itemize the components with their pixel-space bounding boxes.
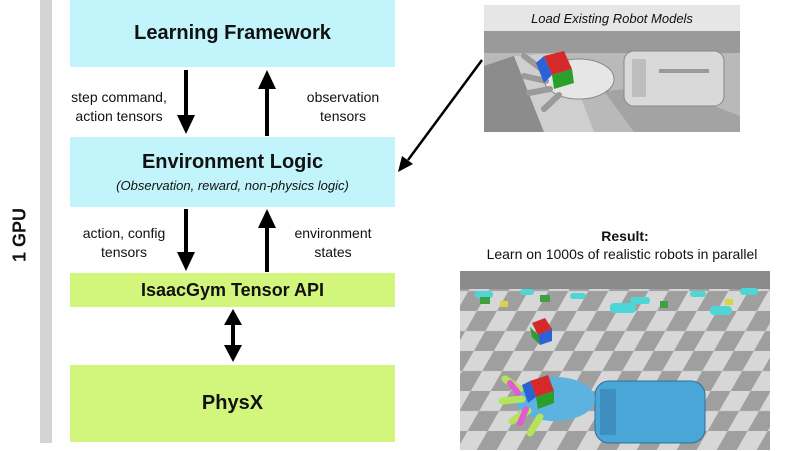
- arrow-bidirectional-physx: [224, 309, 242, 362]
- learning-framework-title: Learning Framework: [134, 22, 331, 44]
- result-image: [460, 271, 770, 450]
- arrow-down-action-config: [177, 209, 195, 271]
- tensor-api-title: IsaacGym Tensor API: [140, 279, 325, 300]
- robot-models-caption: Load Existing Robot Models: [484, 5, 740, 31]
- multi-robot-render: [460, 271, 770, 450]
- arrow-up-observation: [258, 70, 276, 136]
- gpu-boundary-bar: [40, 0, 52, 443]
- arrow-robot-models-to-environment: [398, 59, 484, 172]
- arrow-up-environment-states: [258, 209, 276, 272]
- result-title: Result:: [601, 228, 649, 244]
- environment-logic-subtitle: (Observation, reward, non-physics logic): [116, 178, 349, 193]
- learning-framework-box: Learning Framework: [70, 0, 395, 67]
- result-subtitle: Learn on 1000s of realistic robots in pa…: [486, 246, 758, 262]
- physx-box: PhysX: [70, 365, 395, 442]
- step-command-label: step command,action tensors: [71, 89, 167, 124]
- hand-robot-render: [484, 31, 740, 132]
- environment-logic-title: Environment Logic: [141, 151, 324, 173]
- physx-title: PhysX: [201, 392, 264, 414]
- robot-models-image: [484, 31, 740, 132]
- tensor-api-box: IsaacGym Tensor API: [70, 273, 395, 307]
- environment-logic-box: Environment Logic (Observation, reward, …: [70, 137, 395, 207]
- arrow-down-step-command: [177, 70, 195, 134]
